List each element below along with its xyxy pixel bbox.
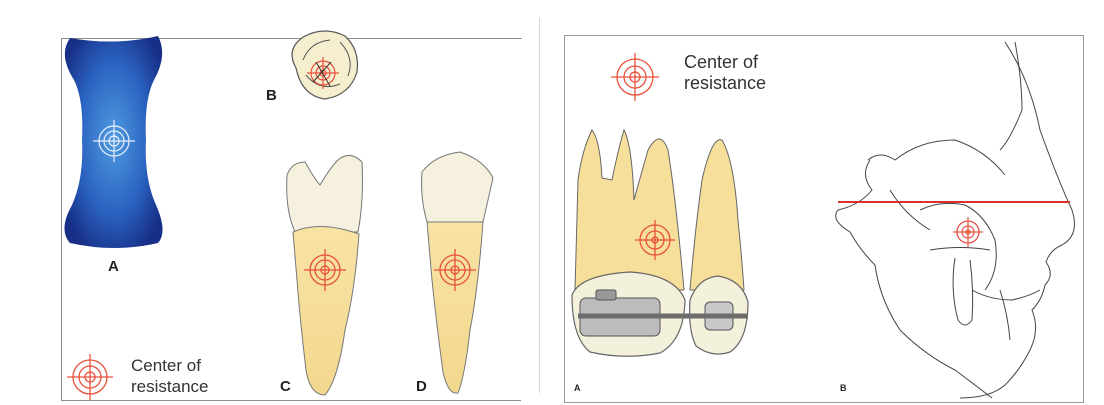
center-of-resistance-icon (611, 53, 659, 101)
right-legend-line-1: Center of (684, 52, 766, 73)
right-label-b: B (840, 383, 847, 393)
center-of-resistance-icon (953, 217, 983, 247)
cephalometric-tracing (836, 42, 1075, 398)
right-legend-text: Center of resistance (684, 52, 766, 94)
premolar-root (690, 140, 744, 290)
molar-roots (575, 130, 684, 290)
right-label-a: A (574, 383, 581, 393)
right-legend-line-2: resistance (684, 73, 766, 94)
